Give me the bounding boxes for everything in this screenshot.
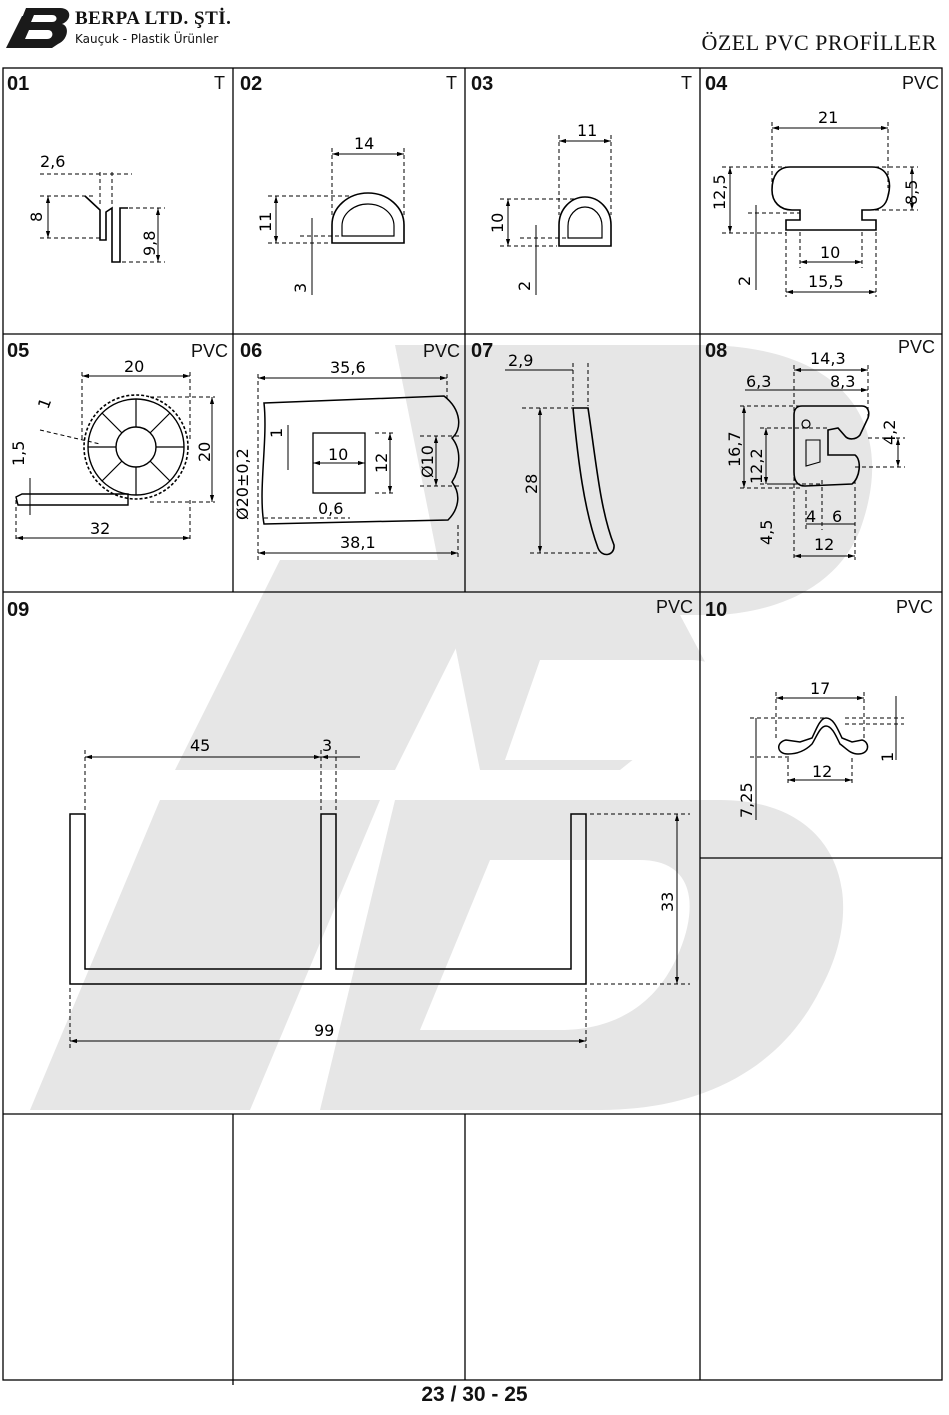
- profile-08-material: PVC: [897, 337, 935, 357]
- dim-label: 2: [735, 276, 754, 286]
- dim-label: 1: [878, 752, 897, 762]
- profile-09-material: PVC: [655, 597, 693, 617]
- dim-label: 10: [328, 445, 348, 464]
- dim-label: 28: [522, 474, 541, 494]
- dim-label: 32: [90, 519, 110, 538]
- dim-label: 12: [372, 453, 391, 473]
- dim-label: 2: [515, 281, 534, 291]
- dim-label: 10: [820, 243, 840, 262]
- profile-02-code: 02: [240, 73, 263, 95]
- dim-label: Ø20±0,2: [233, 448, 252, 520]
- profile-06-drawing: [257, 374, 460, 560]
- profile-04-drawing: [722, 122, 918, 297]
- profile-02-drawing: [268, 148, 405, 295]
- profile-10-material: PVC: [895, 597, 933, 617]
- company-tagline: Kauçuk - Plastik Ürünler: [75, 32, 219, 46]
- dim-label: 1: [34, 395, 55, 411]
- document-title: ÖZEL PVC PROFİLLER: [701, 30, 937, 55]
- profile-03-code: 03: [471, 73, 494, 95]
- dim-label: 33: [658, 892, 677, 912]
- dim-label: 16,7: [725, 431, 744, 467]
- dim-label: 35,6: [330, 358, 366, 377]
- dim-label: 12,5: [710, 174, 729, 210]
- profile-09-drawing: [69, 750, 690, 1048]
- dim-label: 4: [806, 507, 816, 526]
- profile-05-material: PVC: [190, 341, 228, 361]
- dim-label: 99: [314, 1021, 334, 1040]
- profile-10-drawing: [750, 692, 904, 820]
- profile-05-drawing: [15, 372, 215, 541]
- dim-label: 11: [256, 212, 275, 232]
- dim-label: 14: [354, 134, 374, 153]
- profile-02-material: T: [446, 73, 457, 93]
- page-code: 23 / 30 - 25: [421, 1383, 528, 1406]
- dim-label: 11: [577, 121, 597, 140]
- profile-03-drawing: [500, 135, 612, 295]
- dim-label: 15,5: [808, 272, 844, 291]
- dim-label: 38,1: [340, 533, 376, 552]
- dim-label: 12: [814, 535, 834, 554]
- dim-label: 20: [195, 442, 214, 462]
- dim-label: 8,3: [830, 372, 855, 391]
- dim-label: 14,3: [810, 349, 846, 368]
- profile-01-material: T: [214, 73, 225, 93]
- dim-label: 8: [27, 212, 46, 222]
- dim-label: 20: [124, 357, 144, 376]
- dim-label: 10: [488, 213, 507, 233]
- dim-label: 8,5: [902, 180, 921, 205]
- dim-label: 0,6: [318, 499, 343, 518]
- dim-label: 21: [818, 108, 838, 127]
- dim-label: 6: [832, 507, 842, 526]
- profile-09-code: 09: [7, 599, 30, 621]
- dim-label: 2,9: [508, 351, 533, 370]
- profile-06-material: PVC: [422, 341, 460, 361]
- dim-label: 1,5: [9, 441, 28, 466]
- dim-label: 1: [267, 428, 286, 438]
- profile-10-code: 10: [705, 599, 728, 621]
- profile-03-material: T: [681, 73, 692, 93]
- profile-07-drawing: [505, 363, 615, 556]
- dim-label: 6,3: [746, 372, 771, 391]
- dim-label: 7,25: [737, 782, 756, 818]
- profile-08-drawing: [740, 365, 905, 560]
- profile-04-code: 04: [705, 73, 728, 95]
- dim-label: Ø10: [418, 445, 437, 478]
- profile-08-code: 08: [705, 340, 728, 362]
- dim-label: 12,2: [747, 448, 766, 484]
- profile-05-code: 05: [7, 340, 30, 362]
- profile-04-material: PVC: [901, 73, 939, 93]
- profile-01-code: 01: [7, 73, 30, 95]
- profile-06-code: 06: [240, 340, 263, 362]
- dim-label: 3: [291, 283, 310, 293]
- profile-01-drawing: [40, 172, 165, 263]
- dim-label: 45: [190, 736, 210, 755]
- dim-label: 4,5: [757, 520, 776, 545]
- dim-label: 9,8: [140, 231, 159, 256]
- profile-07-code: 07: [471, 340, 494, 362]
- dim-label: 17: [810, 679, 830, 698]
- company-name: BERPA LTD. ŞTİ.: [75, 8, 232, 29]
- dim-label: 12: [812, 762, 832, 781]
- dim-label: 3: [322, 736, 332, 755]
- dim-label: 4,2: [880, 420, 899, 445]
- dim-label: 2,6: [40, 152, 65, 171]
- berpa-logo-icon: [6, 8, 70, 48]
